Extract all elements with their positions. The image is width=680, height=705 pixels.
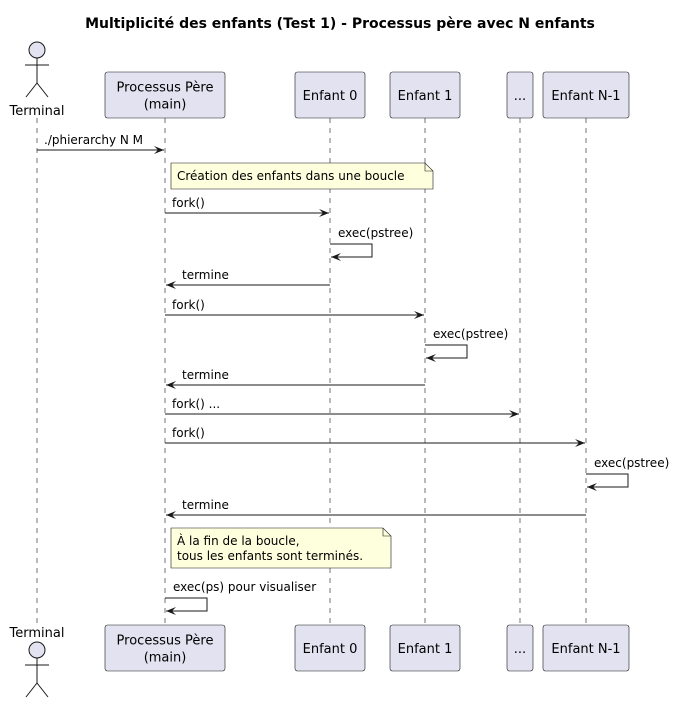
message-label: fork(): [172, 196, 205, 210]
participant-label: Terminal: [9, 626, 65, 641]
note-text: À la fin de la boucle,: [177, 533, 300, 548]
arrowhead-icon: [426, 354, 436, 362]
arrowhead-icon: [166, 511, 176, 519]
message-label: termine: [182, 368, 229, 382]
note-fold-icon: [382, 528, 391, 537]
self-message-line: [330, 243, 373, 258]
participant-label: Enfant 0: [303, 89, 358, 104]
participant-box: [104, 71, 226, 119]
participant-en1-top: Enfant N-1: [542, 71, 630, 119]
participant-box: [542, 624, 630, 672]
actor-leg-left-icon: [25, 682, 38, 698]
participant-box: [389, 71, 461, 119]
note-body: [170, 162, 434, 190]
message: termine: [166, 268, 330, 289]
participant-box: [506, 624, 534, 672]
participant-label: Terminal: [9, 104, 65, 119]
arrowhead-icon: [575, 439, 585, 447]
self-message-line: [586, 473, 629, 488]
participant-label: Enfant N-1: [551, 89, 620, 104]
message: ./phierarchy N M: [37, 133, 164, 154]
message-label: termine: [182, 268, 229, 282]
message-label: ./phierarchy N M: [44, 133, 143, 147]
messages: ./phierarchy N M Création des enfants dan…: [37, 133, 669, 615]
message: exec(pstree): [586, 456, 669, 491]
message-label: exec(ps) pour visualiser: [173, 580, 316, 594]
participant-e1-bottom: Enfant 1: [389, 624, 461, 672]
participant-e0-top: Enfant 0: [294, 71, 366, 119]
actor-head-icon: [28, 641, 46, 659]
participant-box: [389, 624, 461, 672]
note-text: Création des enfants dans une boucle: [177, 169, 405, 183]
actor-head-icon: [28, 41, 46, 59]
message: exec(pstree): [330, 226, 413, 261]
participant-label: Enfant 1: [398, 642, 453, 657]
self-message-line: [425, 344, 468, 359]
participant-label: ...: [514, 89, 526, 104]
participant-dots-bottom: ...: [506, 624, 534, 672]
message-label: termine: [182, 498, 229, 512]
message-label: exec(pstree): [594, 456, 669, 470]
participant-pere-bottom: Processus Père (main): [104, 624, 226, 672]
note-body: [170, 527, 392, 569]
message: termine: [166, 368, 425, 389]
participant-box: [542, 71, 630, 119]
participant-e0-bottom: Enfant 0: [294, 624, 366, 672]
message: fork(): [165, 196, 329, 217]
arrowhead-icon: [166, 381, 176, 389]
arrowhead-icon: [319, 209, 329, 217]
note: À la fin de la boucle,tous les enfants s…: [170, 527, 392, 569]
message-label: fork(): [172, 426, 205, 440]
message-label: exec(pstree): [433, 327, 508, 341]
participant-dots-top: ...: [506, 71, 534, 119]
note: Création des enfants dans une boucle: [170, 162, 434, 190]
participant-label: Processus Père: [117, 81, 214, 96]
note-text: tous les enfants sont terminés.: [177, 549, 363, 563]
participant-actor-bottom: Terminal: [9, 626, 65, 698]
arrowhead-icon: [166, 281, 176, 289]
message: exec(ps) pour visualiser: [165, 580, 316, 615]
arrowhead-icon: [414, 311, 424, 319]
message: exec(pstree): [425, 327, 508, 362]
participant-pere-top: Processus Père (main): [104, 71, 226, 119]
participant-label: Enfant 0: [303, 642, 358, 657]
participant-en1-bottom: Enfant N-1: [542, 624, 630, 672]
message: fork(): [165, 426, 585, 447]
note-fold-icon: [424, 163, 433, 172]
participant-actor-top: Terminal: [9, 41, 65, 119]
participant-box: [104, 624, 226, 672]
participant-label: ...: [514, 642, 526, 657]
message-label: exec(pstree): [338, 226, 413, 240]
participant-box: [506, 71, 534, 119]
message-label: fork() ...: [172, 397, 220, 411]
participant-label: Enfant 1: [398, 89, 453, 104]
message: termine: [166, 498, 586, 519]
message: fork(): [165, 298, 424, 319]
message: fork() ...: [165, 397, 519, 418]
participant-e1-top: Enfant 1: [389, 71, 461, 119]
message-label: fork(): [172, 298, 205, 312]
actor-leg-right-icon: [36, 682, 49, 698]
arrowhead-icon: [166, 607, 176, 615]
participant-label: Processus Père: [117, 634, 214, 649]
arrowhead-icon: [587, 483, 597, 491]
participant-box: [294, 71, 366, 119]
actor-leg-left-icon: [25, 82, 38, 98]
self-message-line: [165, 597, 208, 612]
arrowhead-icon: [154, 146, 164, 154]
participant-box: [294, 624, 366, 672]
arrowhead-icon: [331, 253, 341, 261]
actor-leg-right-icon: [36, 82, 49, 98]
diagram-title: Multiplicité des enfants (Test 1) - Proc…: [85, 16, 595, 32]
participant-label: (main): [144, 651, 187, 666]
participant-label: Enfant N-1: [551, 642, 620, 657]
lifelines: [36, 118, 587, 625]
arrowhead-icon: [509, 410, 519, 418]
participant-label: (main): [144, 98, 187, 113]
